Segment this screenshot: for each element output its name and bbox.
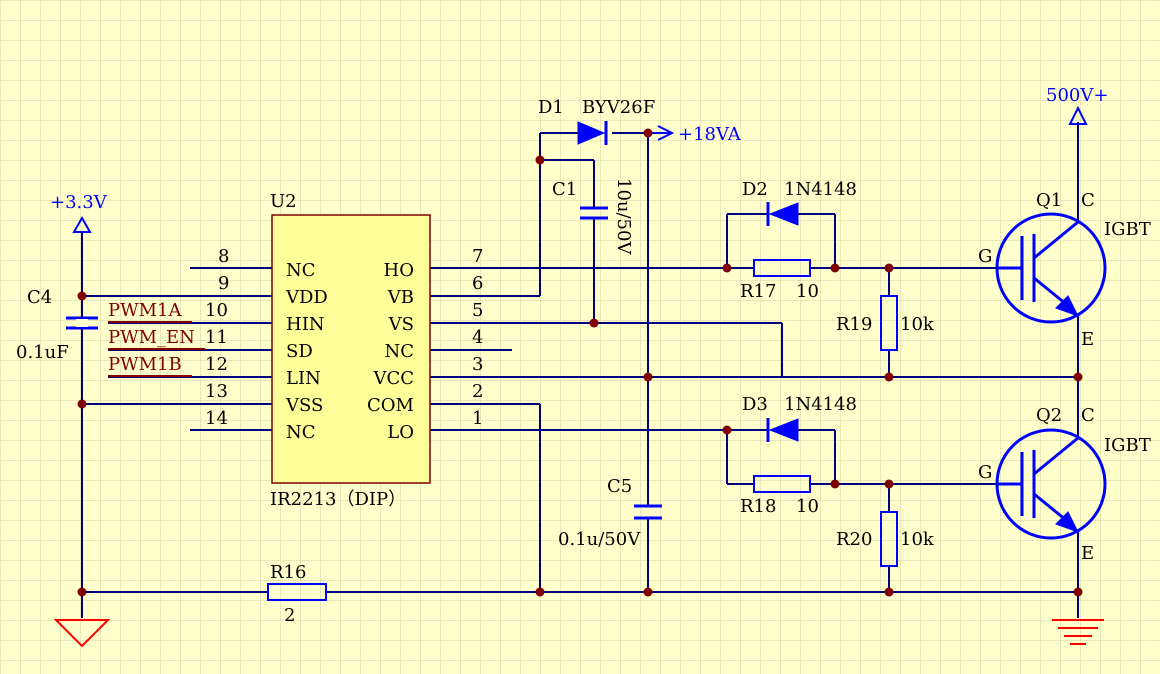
junctions — [77, 128, 1083, 597]
q1-ref: Q1 — [1036, 190, 1062, 211]
wires — [81, 122, 1079, 618]
pin-name-11: SD — [286, 341, 313, 362]
d1-ref: D1 — [538, 97, 564, 118]
igbt-q2 — [995, 428, 1107, 540]
net-label-pwm-en: PWM_EN — [108, 327, 195, 348]
ic-left-pin-names: NC VDD HIN SD LIN VSS NC — [285, 260, 328, 443]
c5-ref: C5 — [607, 476, 632, 497]
net-label-underlines — [108, 321, 205, 377]
r20-value: 10k — [900, 529, 935, 550]
diode-d3: D3 1N4148 — [742, 394, 857, 442]
resistor-r18: R18 10 — [740, 475, 819, 517]
r19-ref: R19 — [836, 314, 872, 335]
pin-num-1: 1 — [472, 408, 483, 429]
r20-ref: R20 — [836, 529, 872, 550]
ic-part: IR2213（DIP） — [270, 489, 406, 510]
net-label-pwm1b: PWM1B — [108, 354, 182, 375]
resistor-r17: R17 10 — [740, 259, 819, 302]
q1-emitter-label: E — [1081, 329, 1094, 350]
q2-ref: Q2 — [1036, 405, 1062, 426]
ic-designator: U2 — [270, 191, 297, 212]
pin-num-9: 9 — [218, 273, 229, 294]
power-label-18va: +18VA — [678, 124, 742, 145]
pin-num-10: 10 — [205, 300, 228, 321]
capacitor-c5: C5 0.1u/50V — [558, 476, 662, 550]
igbt-q2-labels: Q2 C IGBT G E — [978, 405, 1151, 564]
r16-value: 2 — [284, 605, 295, 626]
capacitor-c1: C1 10u/50V — [552, 178, 634, 255]
pin-num-3: 3 — [472, 354, 483, 375]
pin-name-8: NC — [286, 260, 316, 281]
pin-name-1: LO — [387, 422, 414, 443]
r17-ref: R17 — [740, 281, 776, 302]
r18-value: 10 — [796, 496, 819, 517]
pin-name-4: NC — [384, 341, 414, 362]
d3-value: 1N4148 — [784, 394, 857, 415]
ic-right-pin-names: HO VB VS NC VCC COM LO — [367, 260, 414, 443]
net-labels: PWM1A PWM_EN PWM1B — [108, 300, 195, 375]
c5-value: 0.1u/50V — [558, 529, 641, 550]
diode-d1: D1 BYV26F — [538, 97, 655, 145]
pin-name-12: LIN — [286, 368, 321, 389]
igbt-q1 — [995, 212, 1107, 324]
power-port-500v: 500V+ — [1046, 85, 1108, 125]
q2-emitter-label: E — [1081, 543, 1094, 564]
q2-gate-label: G — [978, 462, 992, 483]
ic-u2: U2 IR2213（DIP） NC VDD HIN SD LIN VSS NC … — [205, 191, 483, 510]
net-label-pwm1a: PWM1A — [108, 300, 182, 321]
pin-num-5: 5 — [472, 300, 483, 321]
pin-num-4: 4 — [472, 327, 483, 348]
q2-type: IGBT — [1104, 435, 1151, 456]
d3-ref: D3 — [742, 394, 768, 415]
q1-gate-label: G — [978, 246, 992, 267]
c1-value: 10u/50V — [613, 178, 634, 255]
c4-value: 0.1uF — [16, 342, 69, 363]
power-label-500v: 500V+ — [1046, 85, 1108, 106]
d2-ref: D2 — [742, 179, 768, 200]
r19-value: 10k — [900, 314, 935, 335]
pin-name-2: COM — [367, 395, 414, 416]
d1-value: BYV26F — [582, 97, 655, 118]
pin-num-8: 8 — [218, 246, 229, 267]
pin-num-13: 13 — [205, 381, 228, 402]
c4-ref: C4 — [27, 287, 52, 308]
q1-collector-label: C — [1081, 190, 1095, 211]
pin-num-12: 12 — [205, 354, 228, 375]
pin-name-10: HIN — [286, 314, 325, 335]
resistor-r19: R19 10k — [836, 295, 935, 351]
resistor-r16: R16 2 — [267, 562, 327, 626]
q2-collector-label: C — [1081, 405, 1095, 426]
pin-num-11: 11 — [205, 327, 228, 348]
pin-name-14: NC — [286, 422, 316, 443]
resistor-r20: R20 10k — [836, 511, 935, 567]
pin-name-7: HO — [384, 260, 414, 281]
pin-name-13: VSS — [285, 395, 323, 416]
pin-name-6: VB — [387, 287, 414, 308]
igbt-q1-labels: Q1 C IGBT G E — [978, 190, 1151, 350]
c1-ref: C1 — [552, 179, 577, 200]
pin-num-2: 2 — [472, 381, 483, 402]
pin-name-5: VS — [388, 314, 414, 335]
power-port-3v3: +3.3V — [50, 192, 108, 233]
r17-value: 10 — [796, 281, 819, 302]
d2-value: 1N4148 — [784, 179, 857, 200]
pin-name-9: VDD — [285, 287, 328, 308]
diode-d2: D2 1N4148 — [742, 179, 857, 226]
capacitor-c4: C4 0.1uF — [16, 287, 98, 363]
pin-num-14: 14 — [205, 408, 228, 429]
pin-num-7: 7 — [472, 246, 483, 267]
q1-type: IGBT — [1104, 219, 1151, 240]
pin-name-3: VCC — [372, 368, 414, 389]
ic-right-pin-numbers: 7 6 5 4 3 2 1 — [472, 246, 483, 429]
ic-body — [271, 214, 431, 484]
r18-ref: R18 — [740, 496, 776, 517]
ground-symbol-right — [1052, 619, 1104, 645]
ic-left-pin-numbers: 8 9 10 11 12 13 14 — [205, 246, 229, 429]
power-label-3v3: +3.3V — [50, 192, 108, 213]
r16-ref: R16 — [270, 562, 306, 583]
pin-num-6: 6 — [472, 273, 483, 294]
